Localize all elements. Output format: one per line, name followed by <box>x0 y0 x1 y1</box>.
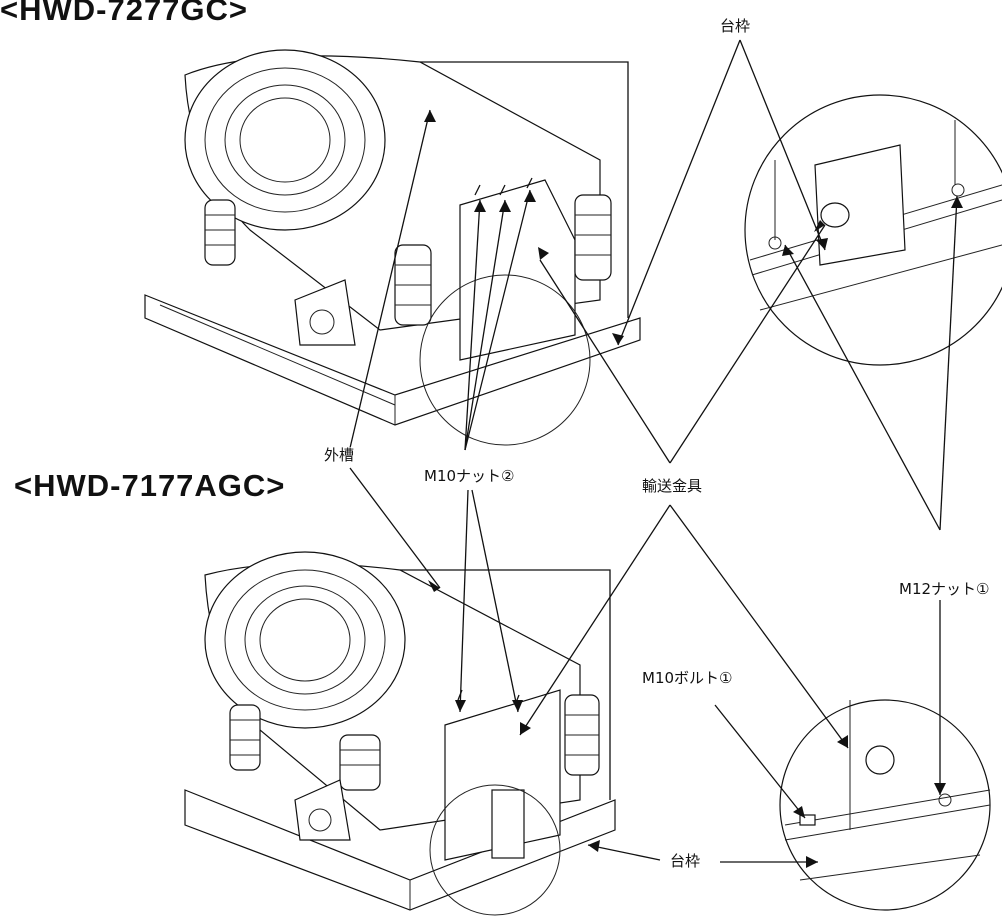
bottom-motor-plate <box>294 779 351 841</box>
callout-frame-top: 台枠 <box>718 17 753 35</box>
arrowheads <box>424 110 963 868</box>
callout-outer-tub: 外槽 <box>322 446 357 464</box>
callout-frame-bottom: 台枠 <box>668 852 703 870</box>
callout-m10-nut: M10ナット② <box>422 467 517 485</box>
top-door-ring <box>184 49 386 231</box>
callout-m12-nut: M12ナット① <box>897 580 992 598</box>
bottom-zoom-detail <box>779 699 991 911</box>
top-transport-bracket <box>459 179 576 361</box>
leader-lines <box>349 39 958 863</box>
top-zoom-detail <box>744 94 1002 366</box>
bottom-springs <box>229 694 600 791</box>
top-motor-plate <box>294 279 356 346</box>
model-label-top: <HWD-7277GC> <box>0 0 249 27</box>
bottom-door-ring <box>204 551 406 729</box>
top-detail-circle <box>419 274 591 446</box>
bottom-machine <box>184 551 616 916</box>
callout-transport-bracket: 輸送金具 <box>640 477 705 495</box>
callout-m10-bolt: M10ボルト① <box>640 669 735 687</box>
top-springs <box>204 194 612 326</box>
model-label-bottom: <HWD-7177AGC> <box>14 468 286 503</box>
bottom-detail-circle <box>429 784 561 916</box>
top-machine <box>144 49 641 446</box>
